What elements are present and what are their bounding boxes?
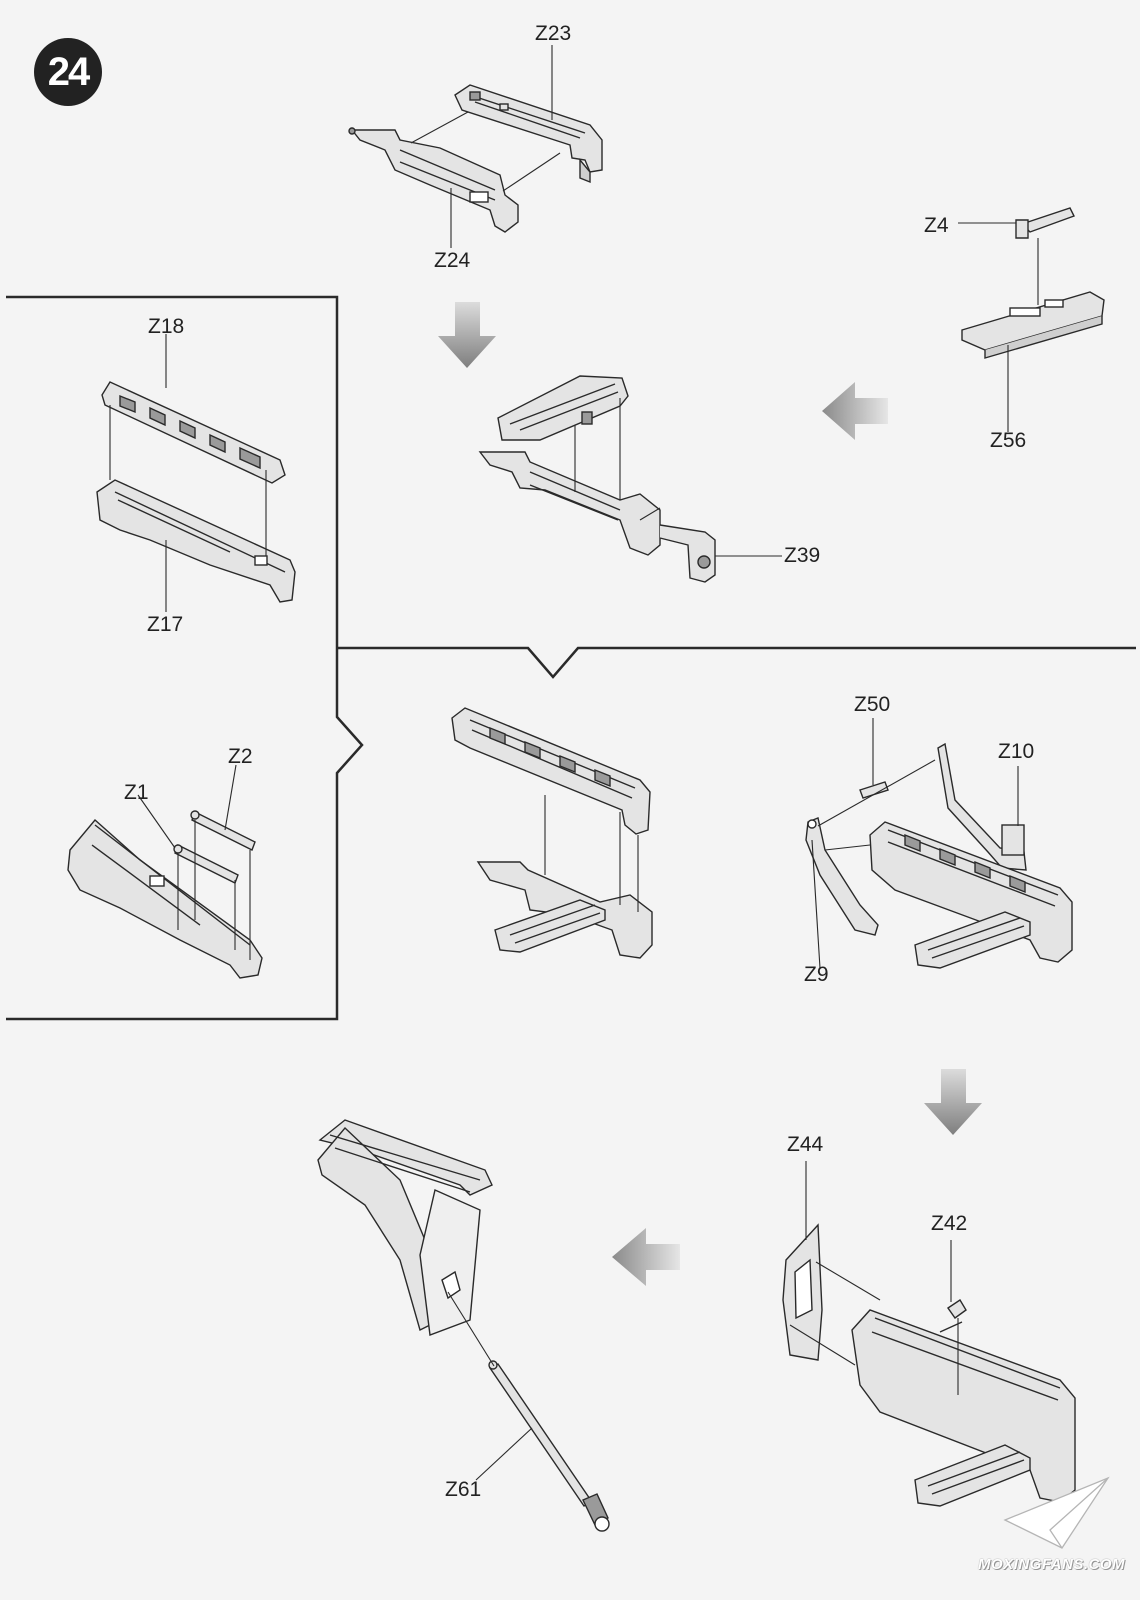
part-z10 <box>937 742 1027 871</box>
label-z44: Z44 <box>787 1133 824 1156</box>
leader-lines-z18-z17 <box>109 334 267 612</box>
part-z56 <box>961 291 1105 359</box>
assembly-bottom-right-body <box>851 1309 1076 1507</box>
label-z61: Z61 <box>445 1478 482 1501</box>
label-z18: Z18 <box>148 315 185 338</box>
part-z24 <box>348 127 519 233</box>
part-z44 <box>782 1223 823 1361</box>
leader-lines-right-assembly <box>811 718 1019 969</box>
label-z50: Z50 <box>854 693 891 716</box>
part-z50 <box>859 781 889 799</box>
part-z1-pin <box>173 844 239 884</box>
label-z2: Z2 <box>228 745 253 768</box>
section-divider <box>337 646 1136 679</box>
label-z9: Z9 <box>804 963 829 986</box>
label-z56: Z56 <box>990 429 1027 452</box>
part-z18 <box>101 381 286 484</box>
leader-lines-bottom-right <box>789 1161 959 1395</box>
part-z1-z2-base <box>67 818 263 979</box>
part-z2-pin <box>190 810 256 851</box>
paper-plane-logo <box>1003 1476 1110 1549</box>
assembly-right-body <box>869 821 1073 969</box>
leader-lines-bottom-left <box>447 1291 533 1481</box>
assembly-lower-body <box>476 861 653 959</box>
down-arrow-bottom <box>924 1069 982 1135</box>
label-z42: Z42 <box>931 1212 968 1235</box>
label-z1: Z1 <box>124 781 149 804</box>
assembly-rails <box>497 375 629 441</box>
step-number-badge: 24 <box>34 38 102 106</box>
label-z39: Z39 <box>784 544 821 567</box>
label-z23: Z23 <box>535 22 572 45</box>
label-z10: Z10 <box>998 740 1035 763</box>
left-arrow-bottom <box>612 1228 680 1286</box>
part-z4 <box>1015 207 1075 239</box>
label-z4: Z4 <box>924 214 949 237</box>
left-arrow-top <box>822 382 888 440</box>
watermark-text: MOXINGFANS.COM <box>978 1556 1126 1573</box>
label-z17: Z17 <box>147 613 184 636</box>
part-z61-barrel <box>488 1360 610 1532</box>
part-z42 <box>939 1299 967 1333</box>
leader-lines-z23-z24 <box>410 45 561 248</box>
part-z23 <box>454 84 603 184</box>
leader-lines-assembly-z39 <box>574 398 782 557</box>
subassembly-frame <box>6 295 364 1021</box>
down-arrow-top <box>438 302 496 368</box>
label-z24: Z24 <box>434 249 471 272</box>
leader-lines-z4-z56 <box>958 222 1039 432</box>
leader-lines-z1-z2 <box>137 764 251 960</box>
part-z17 <box>96 479 296 603</box>
leader-lines-middle-assembly <box>544 795 639 912</box>
assembly-bottom-left-body <box>317 1119 493 1336</box>
assembly-base-z24 <box>478 451 716 583</box>
assembly-top-rail <box>451 707 651 835</box>
